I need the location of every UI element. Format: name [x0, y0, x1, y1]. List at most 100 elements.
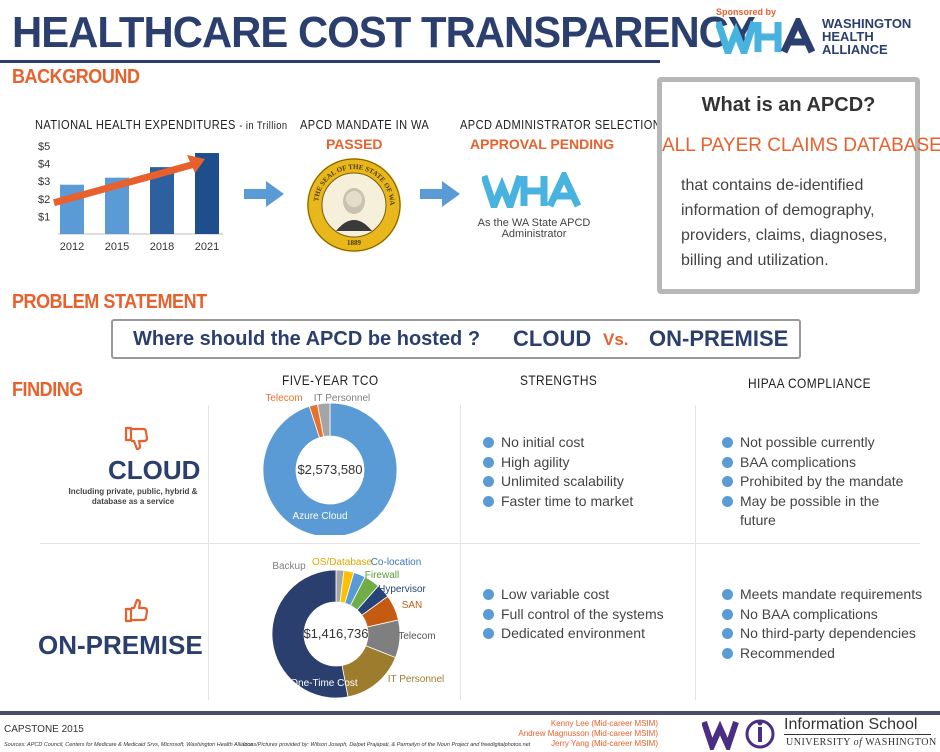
list-item: May be possible in the future	[722, 492, 917, 531]
list-item: Low variable cost	[483, 585, 664, 605]
list-item: High agility	[483, 453, 633, 473]
row-divider	[40, 543, 920, 544]
list-item: Dedicated environment	[483, 624, 664, 644]
admin-title: APCD ADMINISTRATOR SELECTION	[460, 117, 662, 132]
list-item-text: Not possible currently	[740, 434, 875, 450]
pie-total-label: $2,573,580	[297, 462, 362, 477]
sponsor-name: WASHINGTON HEALTH ALLIANCE	[822, 17, 911, 56]
sponsored-by-label: Sponsored by	[716, 7, 777, 17]
bullet-dot	[483, 437, 494, 448]
trend-arrow-head	[187, 155, 205, 174]
donut-hole	[304, 602, 368, 666]
thumbs-down-icon	[124, 426, 149, 451]
pie-slice-label: IT Personnel	[388, 674, 445, 685]
apcd-definition-box: What is an APCD? ALL PAYER CLAIMS DATABA…	[657, 77, 940, 294]
admin-caption: As the WA State APCD Administrator	[470, 218, 598, 240]
wha-logo-icon	[716, 18, 816, 54]
bullet-dot	[483, 628, 494, 639]
background-heading: BACKGROUND	[12, 66, 140, 88]
donut-hole	[296, 436, 364, 504]
apcd-answer-text: that contains de-identified information …	[681, 177, 888, 269]
pie-slice-label: Hypervisor	[378, 584, 426, 595]
list-item-text: No BAA complications	[740, 605, 878, 622]
author-name: Andrew Magnusson (Mid-career MSIM)	[518, 729, 658, 738]
column-divider	[460, 405, 461, 700]
list-item: No initial cost	[483, 433, 633, 453]
sources-text: Sources: APCD Council, Centers for Medic…	[4, 742, 254, 748]
finding-heading: FINDING	[12, 379, 83, 401]
pie-slice-label: Backup	[272, 561, 306, 572]
col-tco-header: FIVE-YEAR TCO	[282, 372, 379, 388]
pie-slice-label: SAN	[402, 600, 423, 611]
y-tick-label: $1	[38, 211, 50, 223]
header-rule	[0, 60, 660, 63]
cloud-strengths-list: No initial cost High agility Unlimited s…	[483, 433, 633, 511]
y-tick-label: $4	[38, 159, 50, 171]
bullet-dot	[483, 608, 494, 620]
list-item: BAA complications	[722, 453, 917, 473]
university-name-part: UNIVERSITY	[786, 737, 851, 748]
list-item: Unlimited scalability	[483, 472, 633, 492]
credits-text: Icons/Pictures provided by: Wilson Josep…	[243, 742, 531, 748]
y-tick-label: $2	[38, 194, 50, 206]
thumbs-up-icon	[124, 598, 149, 623]
cloud-description-line: database as a service	[91, 497, 175, 506]
onprem-strengths-list: Low variable cost Full control of the sy…	[483, 585, 664, 644]
list-item-text: Low variable cost	[501, 586, 610, 602]
mandate-status: PASSED	[326, 136, 383, 152]
y-tick-label: $5	[38, 141, 50, 153]
uw-ischool-logo-icon	[702, 719, 775, 750]
pie-slice-label: One-Time Cost	[290, 678, 358, 689]
university-name-part: WASHINGTON	[865, 737, 937, 748]
university-name: UNIVERSITY of WASHINGTON	[786, 737, 937, 748]
bullet-dot	[483, 476, 494, 487]
bullet-dot	[722, 456, 733, 468]
list-item: Meets mandate requirements	[722, 585, 927, 605]
list-item-text: Recommended	[740, 644, 835, 661]
list-item: Faster time to market	[483, 492, 633, 512]
nhe-unit-text: - in Trillion	[239, 120, 288, 132]
school-name-rule	[784, 734, 931, 735]
list-item-text: Prohibited by the mandate	[740, 473, 904, 489]
sponsor-name-line: ALLIANCE	[822, 42, 888, 57]
x-tick-label: 2012	[60, 241, 84, 253]
seal-year: 1889	[347, 239, 362, 247]
sponsor-name-line: WASHINGTON	[822, 16, 912, 31]
list-item-text: Dedicated environment	[501, 625, 645, 641]
admin-caption-line: As the WA State APCD	[477, 217, 591, 229]
column-divider	[695, 405, 696, 700]
list-item: Not possible currently	[722, 433, 917, 453]
problem-question: Where should the APCD be hosted ?	[133, 328, 481, 350]
problem-vs: Vs.	[603, 330, 629, 349]
washington-seal-icon: THE SEAL OF THE STATE OF WASHINGTON 1889	[306, 157, 401, 252]
author-name: Jerry Yang (Mid-career MSIM)	[551, 739, 658, 748]
pie-slice-label: Co-location	[371, 557, 422, 568]
list-item: Prohibited by the mandate	[722, 472, 917, 492]
bullet-dot	[722, 476, 733, 487]
pie-slice-label: OS/Database	[312, 557, 372, 568]
list-item-text: BAA complications	[740, 453, 856, 470]
admin-status: APPROVAL PENDING	[470, 136, 615, 152]
capstone-label: CAPSTONE 2015	[4, 724, 84, 735]
flow-arrow-icon	[420, 181, 460, 207]
pie-slice-label: Azure Cloud	[292, 511, 347, 522]
bullet-dot	[722, 495, 733, 507]
bullet-dot	[722, 608, 733, 620]
university-name-part: of	[853, 737, 863, 748]
list-item-text: Faster time to market	[501, 492, 634, 509]
list-item-text: High agility	[501, 453, 570, 470]
pie-total-label: $1,416,736	[303, 626, 368, 641]
page-title: HEALTHCARE COST TRANSPARENCY	[12, 8, 756, 57]
pie-slice-label: IT Personnel	[314, 393, 371, 404]
bullet-dot	[483, 589, 494, 600]
list-item-text: No initial cost	[501, 434, 585, 450]
list-item-text: Unlimited scalability	[501, 473, 624, 489]
problem-heading: PROBLEM STATEMENT	[12, 291, 207, 313]
footer-bar	[0, 711, 940, 715]
problem-option-cloud: CLOUD	[513, 326, 592, 351]
sponsor-name-line: HEALTH	[822, 29, 874, 44]
bullet-dot	[722, 647, 733, 659]
col-hipaa-header: HIPAA COMPLIANCE	[748, 375, 871, 391]
list-item-text: Full control of the systems	[501, 605, 664, 622]
